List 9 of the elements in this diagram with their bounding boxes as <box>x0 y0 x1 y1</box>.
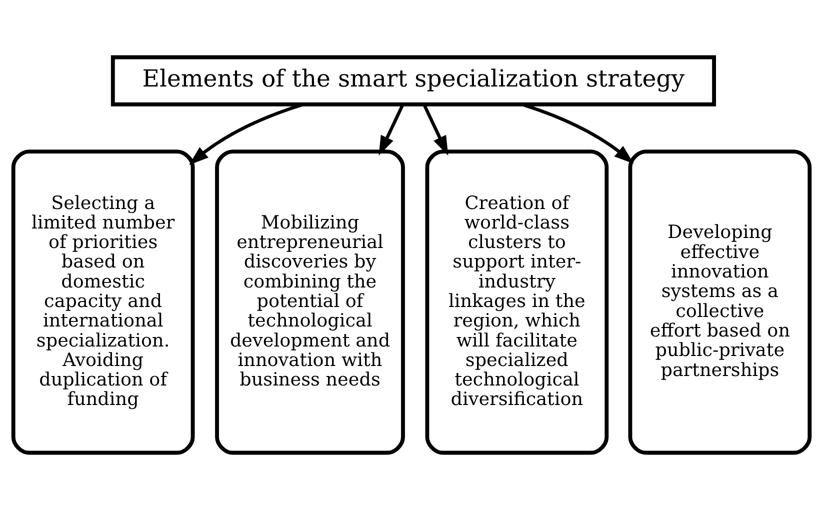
arrow <box>378 104 404 156</box>
node-box: Developing effective innovation systems as a collective effort based on public-private partnerships <box>628 149 812 454</box>
node-box: Creation of world-class clusters to support inter-industry linkages in the region, which will facilitate specialized technological diversification <box>425 149 609 454</box>
arrow <box>189 102 304 165</box>
node-box: Elements of the smart specialization strategy <box>110 54 716 106</box>
node-box: Selecting a limited number of priorities based on domestic capacity and international specialization. Avoiding duplication of funding <box>11 149 195 454</box>
arrow <box>422 104 448 156</box>
node-box: Mobilizing entrepreneurial discoveries by combining the potential of technological development and innovation with business needs <box>215 149 405 454</box>
arrow <box>522 102 634 164</box>
